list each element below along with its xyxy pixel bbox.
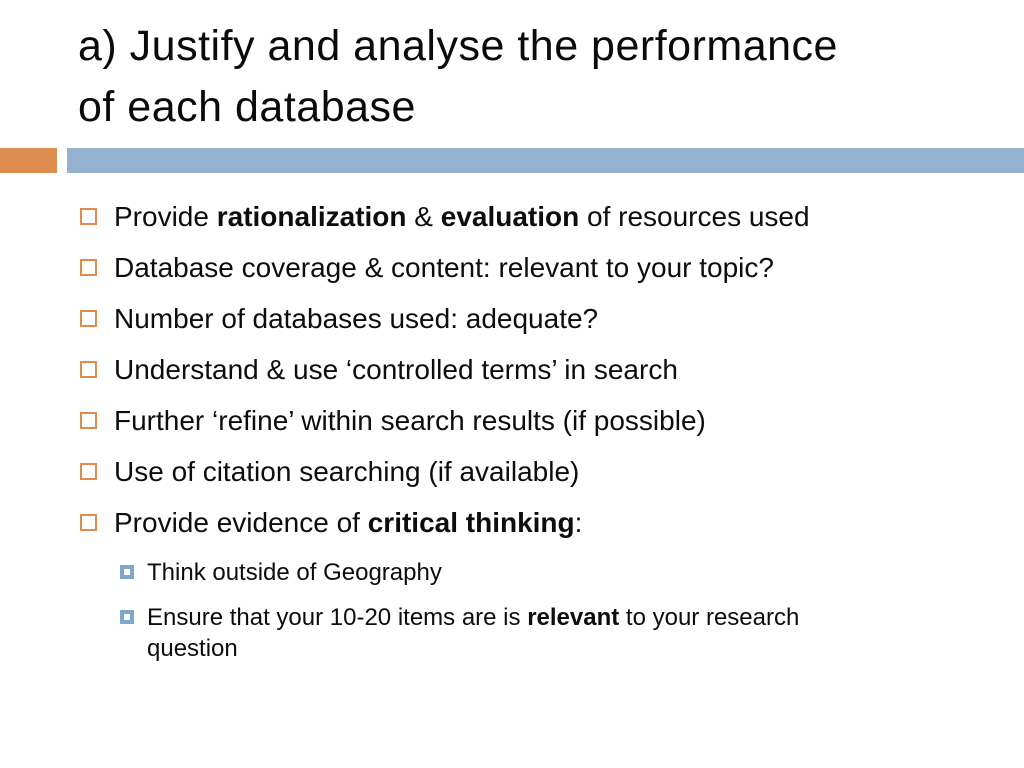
bullet-square-icon (80, 310, 97, 327)
accent-divider (0, 147, 1024, 173)
bullet-item: Database coverage & content: relevant to… (80, 251, 984, 284)
bullet-item: Number of databases used: adequate? (80, 302, 984, 335)
bullet-text: Use of citation searching (if available) (114, 456, 580, 487)
sub-bullet-square-icon (120, 565, 134, 579)
slide-title-line-1: a) Justify and analyse the performance (78, 22, 838, 70)
bullet-text: Ensure that your 10-20 items are is rele… (147, 604, 800, 662)
orange-accent-block (0, 147, 57, 173)
bullet-text: Understand & use ‘controlled terms’ in s… (114, 354, 678, 385)
bullet-item: Provide evidence of critical thinking: (80, 506, 984, 539)
sub-bullet-item: Ensure that your 10-20 items are is rele… (120, 602, 984, 664)
sub-bullet-square-icon (120, 610, 134, 624)
bullet-item: Use of citation searching (if available) (80, 455, 984, 488)
bullet-text: Provide rationalization & evaluation of … (114, 201, 810, 232)
bullet-item: Understand & use ‘controlled terms’ in s… (80, 353, 984, 386)
blue-accent-bar (67, 147, 1024, 173)
bullet-square-icon (80, 361, 97, 378)
bullet-square-icon (80, 208, 97, 225)
bullet-text: Database coverage & content: relevant to… (114, 252, 774, 283)
bullet-text: Further ‘refine’ within search results (… (114, 405, 706, 436)
bullet-text: Number of databases used: adequate? (114, 303, 599, 334)
bullet-list: Provide rationalization & evaluation of … (80, 200, 984, 664)
bullet-square-icon (80, 412, 97, 429)
slide-title: a) Justify and analyse the performance o… (0, 0, 1024, 138)
bullet-text: Think outside of Geography (147, 559, 442, 586)
sub-bullet-item: Think outside of Geography (120, 557, 984, 588)
bullet-item: Provide rationalization & evaluation of … (80, 200, 984, 233)
bullet-item: Further ‘refine’ within search results (… (80, 404, 984, 437)
accent-gap (57, 147, 67, 173)
bullet-square-icon (80, 514, 97, 531)
bullet-square-icon (80, 463, 97, 480)
bullet-square-icon (80, 259, 97, 276)
bullet-text: Provide evidence of critical thinking: (114, 507, 583, 538)
slide-title-line-2: of each database (78, 83, 416, 131)
